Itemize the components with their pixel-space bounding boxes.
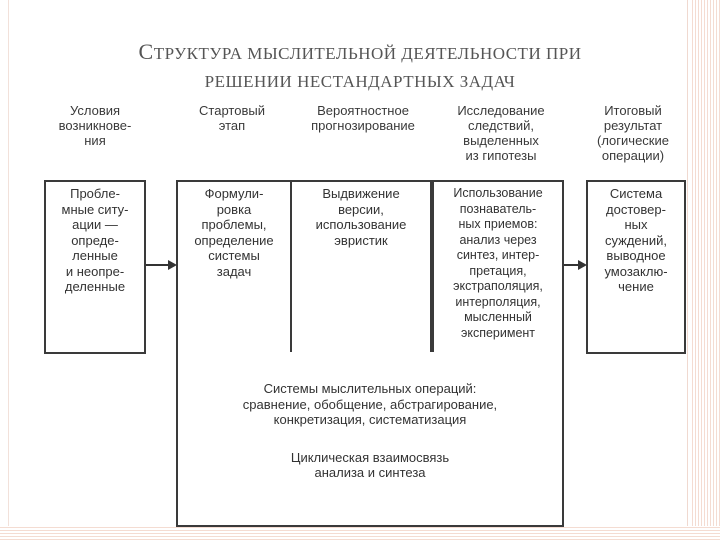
slide-title: Структура мыслительной деятельности при … xyxy=(60,38,660,96)
header-conditions: Условия возникнове- ния xyxy=(58,103,132,148)
header-start-stage: Стартовый этап xyxy=(199,103,265,133)
header-result: Итоговый результат (логические операции) xyxy=(597,103,669,163)
box-consequences: Использование познаватель- ных приемов: … xyxy=(432,180,564,354)
slide-frame-line xyxy=(687,0,688,540)
arrow-right-1 xyxy=(146,260,177,270)
slide-frame-left xyxy=(8,0,9,540)
box-result: Система достовер- ных суждений, выводное… xyxy=(586,180,686,354)
box-conditions: Пробле- мные ситу- ации — опреде- ленные… xyxy=(44,180,146,354)
box-operations: Системы мыслительных операций: сравнение… xyxy=(176,352,564,527)
header-consequences: Исследование следствий, выделенных из ги… xyxy=(457,103,545,163)
slide-frame-right xyxy=(692,0,720,540)
slide-frame-bottom xyxy=(0,526,720,540)
arrow-right-2 xyxy=(564,260,587,270)
header-forecasting: Вероятностное прогнозирование xyxy=(311,103,415,133)
title-line-1: труктура мыслительной деятельности при xyxy=(153,44,582,63)
box-forecasting: Выдвижение версии, использование эвристи… xyxy=(290,180,432,354)
box-start-stage: Формули- ровка проблемы, определение сис… xyxy=(176,180,292,354)
title-initial: С xyxy=(138,39,154,64)
title-line-2: решении нестандартных задач xyxy=(204,72,516,91)
operations-text: Системы мыслительных операций: сравнение… xyxy=(242,381,498,427)
cycle-text: Циклическая взаимосвязь анализа и синтез… xyxy=(290,449,450,481)
